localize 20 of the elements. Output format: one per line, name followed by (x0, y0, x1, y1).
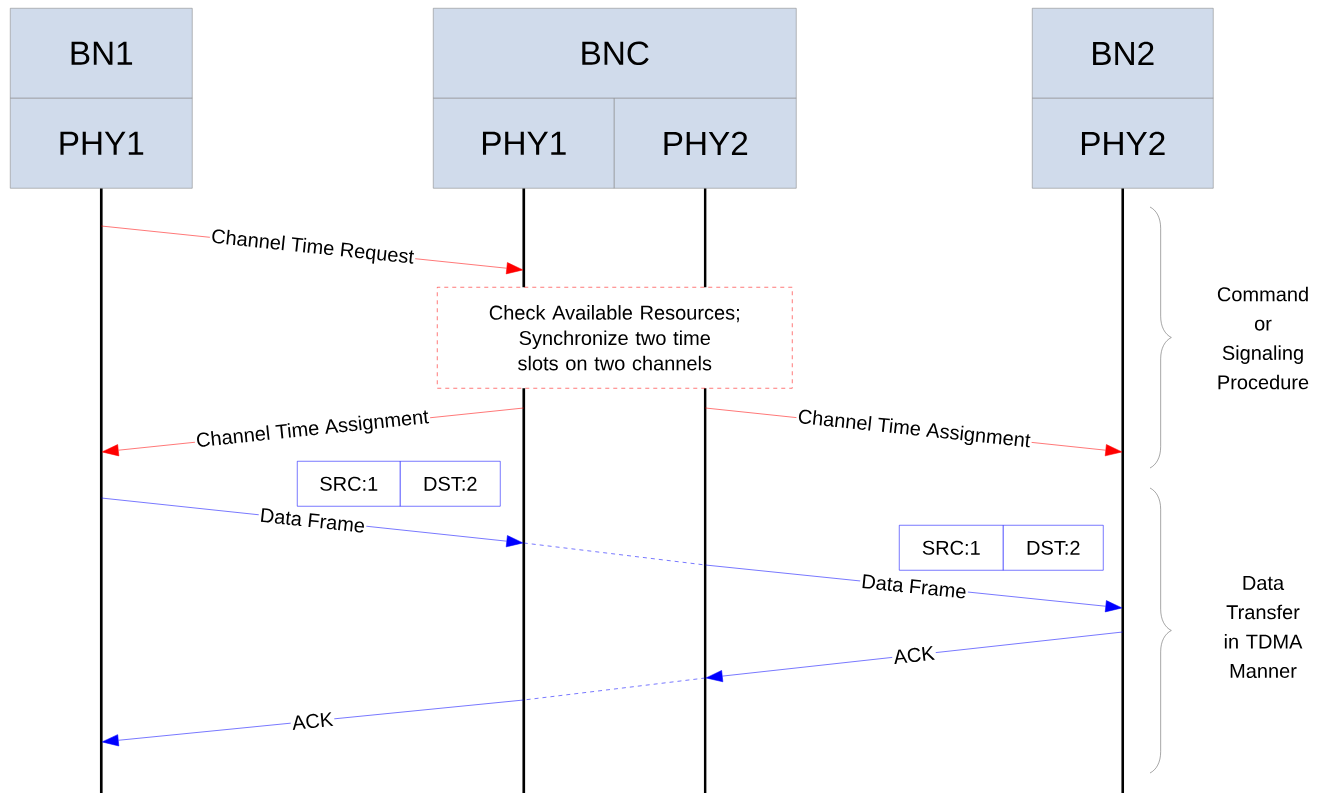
message-arrow (705, 631, 1124, 683)
edge-label: Data Frame (260, 508, 364, 533)
lifeline-header-box: PHY1 (433, 98, 615, 189)
edge-label: Channel Time Request (212, 229, 415, 264)
edge-label: Channel Time Assignment (798, 409, 1031, 448)
packet-field-box: DST:2 (400, 461, 501, 507)
lifeline-header-box: PHY2 (1032, 98, 1214, 189)
message-arrow (101, 699, 525, 747)
edge-label: Data Frame (862, 574, 966, 599)
edge-label: ACK (292, 712, 334, 730)
lifeline-header-box: BN1 (10, 8, 193, 99)
edge-label: ACK (894, 646, 935, 665)
edge-label: Channel Time Assignment (197, 410, 430, 447)
note-box: Check Available Resources; Synchronize two time slots on two channels (437, 287, 793, 389)
lifeline-header-box: BN2 (1032, 8, 1214, 99)
packet-field-box: SRC:1 (297, 461, 401, 507)
packet-field-box: DST:2 (1003, 525, 1104, 571)
packet-field-box: SRC:1 (899, 525, 1004, 571)
lifeline-header-box: PHY1 (10, 98, 193, 189)
lifeline-header-box: PHY2 (614, 98, 797, 189)
